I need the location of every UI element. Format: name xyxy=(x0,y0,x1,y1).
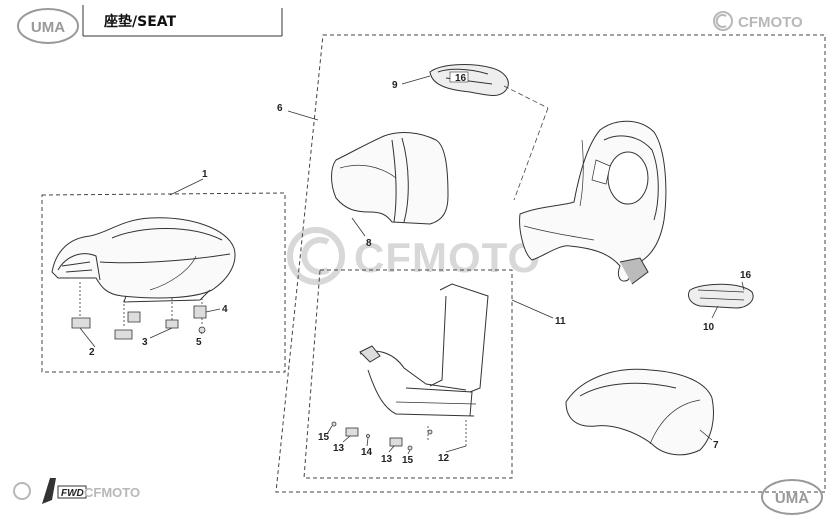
leader-10 xyxy=(711,305,719,319)
leader-13-left xyxy=(342,435,351,443)
backrest-pad xyxy=(331,132,449,225)
leader-4 xyxy=(205,308,221,313)
svg-text:CFMOTO: CFMOTO xyxy=(84,485,140,500)
cfmoto-logo-top: CFMOTO xyxy=(713,11,803,31)
callout-4: 4 xyxy=(222,304,228,315)
callout-2: 2 xyxy=(89,347,95,358)
callout-8: 8 xyxy=(366,238,372,249)
backrest-shell xyxy=(519,120,667,285)
leader-5 xyxy=(200,331,203,335)
page-title: 座垫/SEAT xyxy=(104,13,177,30)
callout-9: 9 xyxy=(392,80,398,91)
callout-13-left: 13 xyxy=(333,443,345,454)
leader-9 xyxy=(401,75,431,85)
callout-16-top: 16 xyxy=(455,73,467,84)
svg-text:UMA: UMA xyxy=(775,490,809,507)
callout-1: 1 xyxy=(202,169,208,180)
svg-text:FWD: FWD xyxy=(61,488,84,499)
svg-text:UMA: UMA xyxy=(31,19,65,36)
driver-seat xyxy=(51,217,236,303)
leader-15-left xyxy=(326,425,333,435)
svg-text:CFMOTO: CFMOTO xyxy=(738,14,803,31)
callout-14: 14 xyxy=(361,447,373,458)
callout-5: 5 xyxy=(196,337,202,348)
frame-assembly-box xyxy=(303,269,513,479)
leader-2 xyxy=(79,327,96,348)
frame-fasteners xyxy=(331,420,467,451)
leader-8 xyxy=(351,217,366,237)
callout-16-right: 16 xyxy=(740,270,752,281)
uma-logo-bottom: UMA xyxy=(761,479,823,515)
callout-11: 11 xyxy=(555,316,566,327)
top-grab-handle xyxy=(429,64,509,96)
cfmoto-watermark: CFMOTO xyxy=(287,227,541,285)
backrest-assembly-box xyxy=(275,34,826,493)
leader-3 xyxy=(149,327,173,339)
leader-16-right xyxy=(741,281,745,291)
callout-6: 6 xyxy=(277,103,283,114)
seat-assembly-box xyxy=(41,192,286,373)
side-grab-handle xyxy=(687,283,754,309)
callout-13-right: 13 xyxy=(381,454,393,465)
uma-logo-top: UMA xyxy=(17,8,79,44)
cfmoto-logo-bottom: CFMOTO xyxy=(13,482,140,500)
dashed-link-handle xyxy=(503,85,549,109)
callout-15-right: 15 xyxy=(402,455,414,466)
leader-14 xyxy=(366,437,369,447)
leader-13-right xyxy=(388,445,395,453)
callout-12: 12 xyxy=(438,453,450,464)
seat-fasteners xyxy=(71,282,207,340)
leader-11 xyxy=(511,299,554,319)
leader-15-right xyxy=(407,449,411,455)
leader-7 xyxy=(699,429,713,441)
leader-1 xyxy=(169,178,204,196)
dashed-link-shell xyxy=(513,107,549,201)
callout-15-left: 15 xyxy=(318,432,330,443)
leader-12 xyxy=(445,445,467,453)
lower-back-pad xyxy=(565,368,714,456)
callout-7: 7 xyxy=(713,440,719,451)
callout-10: 10 xyxy=(703,322,715,333)
fwd-indicator: FWD xyxy=(42,478,87,504)
svg-text:CFMOTO: CFMOTO xyxy=(354,234,541,281)
callout-3: 3 xyxy=(142,337,148,348)
leader-6 xyxy=(287,110,319,121)
seat-frame xyxy=(359,283,489,417)
